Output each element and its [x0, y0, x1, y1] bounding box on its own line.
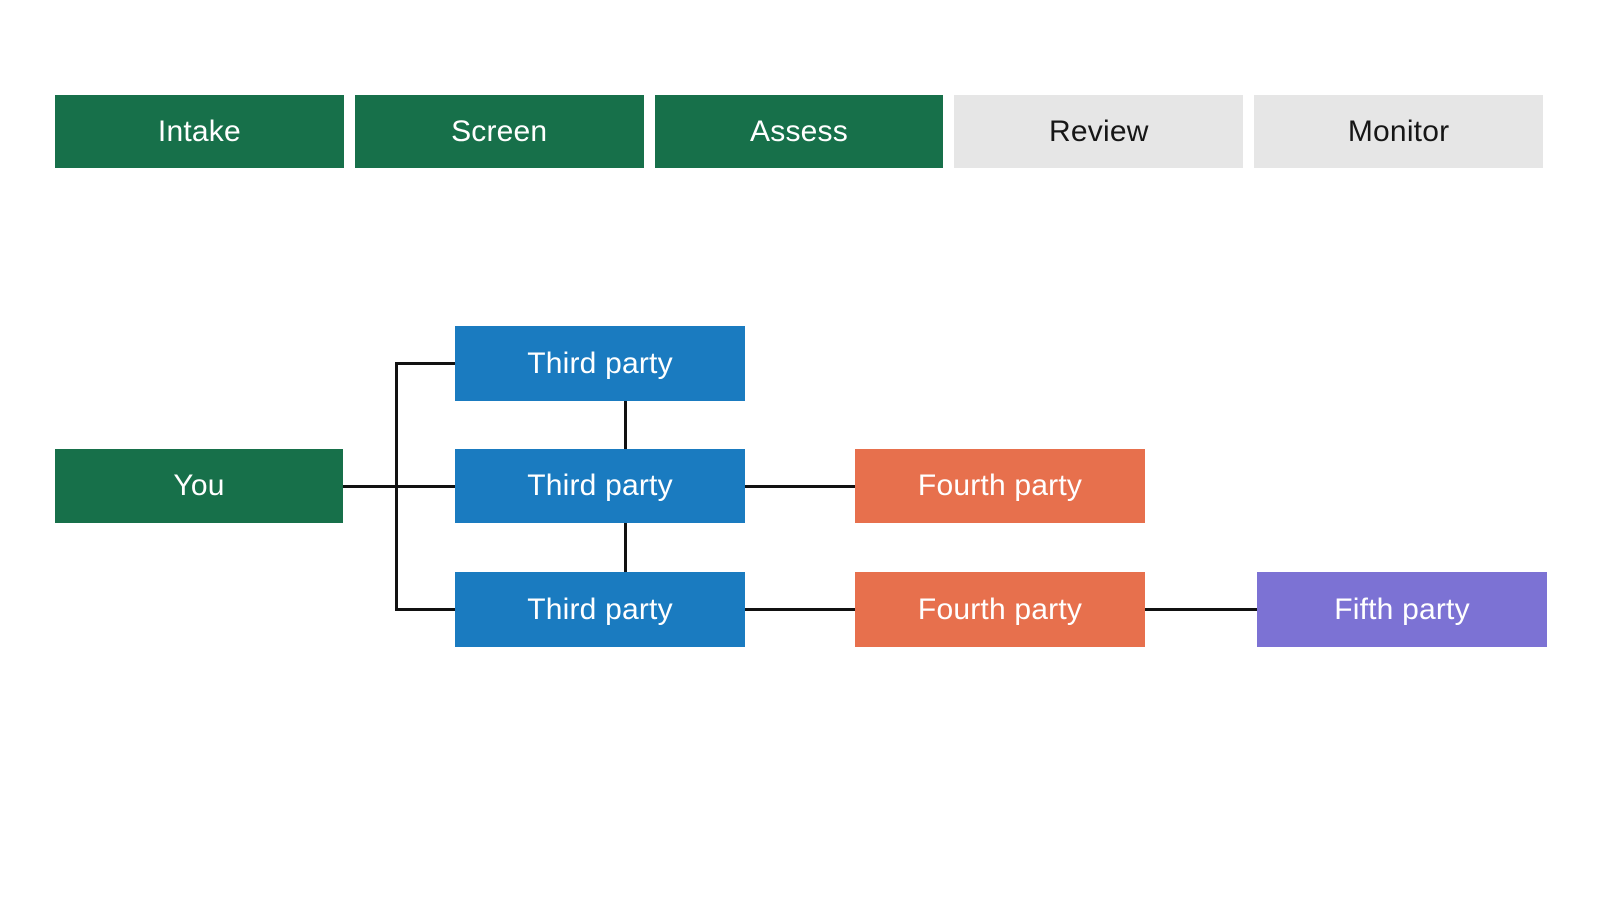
node-third-party-1: Third party [455, 326, 745, 401]
connector-third-party-1-to-2 [624, 401, 627, 449]
node-fifth-party-label: Fifth party [1334, 592, 1470, 626]
stage-screen-label: Screen [451, 114, 548, 148]
lifecycle-stage-row: Intake Screen Assess Review Monitor [55, 95, 1543, 168]
connector-trunk-to-third-party-3 [395, 608, 455, 611]
node-fourth-party-1: Fourth party [855, 449, 1145, 523]
connector-you-to-third-party-2 [343, 484, 455, 488]
connector-fourth-2-to-fifth-party [1145, 608, 1257, 611]
stage-intake-label: Intake [157, 114, 241, 148]
node-fourth-party-2: Fourth party [855, 572, 1145, 647]
stage-intake: Intake [55, 95, 344, 168]
stage-assess-label: Assess [750, 114, 848, 148]
node-fifth-party: Fifth party [1257, 572, 1547, 647]
stage-monitor: Monitor [1254, 95, 1543, 168]
stage-monitor-label: Monitor [1347, 114, 1450, 148]
node-fourth-party-2-label: Fourth party [917, 592, 1083, 626]
node-you: You [55, 449, 343, 523]
node-third-party-2-label: Third party [527, 469, 673, 502]
connector-third-2-to-fourth-1 [745, 484, 855, 488]
connector-third-3-to-fourth-2 [745, 608, 855, 611]
node-third-party-3: Third party [455, 572, 745, 647]
stage-review: Review [954, 95, 1244, 168]
node-you-label: You [173, 469, 225, 502]
connector-trunk-to-third-party-1 [395, 362, 455, 365]
node-third-party-1-label: Third party [527, 346, 673, 380]
stage-screen: Screen [354, 95, 644, 168]
stage-review-label: Review [1049, 114, 1149, 148]
node-third-party-2: Third party [455, 449, 745, 523]
stage-assess: Assess [654, 95, 944, 168]
node-third-party-3-label: Third party [527, 592, 673, 626]
node-fourth-party-1-label: Fourth party [917, 469, 1083, 502]
connector-third-party-2-to-3 [624, 523, 627, 572]
